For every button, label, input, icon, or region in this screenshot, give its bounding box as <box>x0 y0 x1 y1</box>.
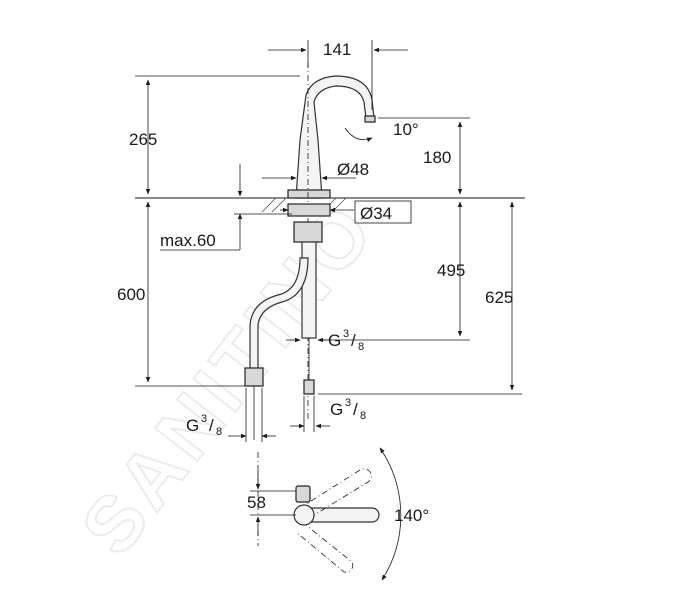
dim-thread-right: G 3 / 8 <box>330 397 366 422</box>
dim-hole-diameter: Ø34 <box>360 204 392 223</box>
svg-text:/: / <box>351 331 356 350</box>
svg-text:8: 8 <box>360 410 366 422</box>
svg-text:8: 8 <box>216 426 222 438</box>
dim-spout-outlet-height: 180 <box>423 148 451 167</box>
svg-text:8: 8 <box>358 341 364 353</box>
svg-text:3: 3 <box>345 397 351 409</box>
handle-top <box>295 485 311 503</box>
svg-text:G: G <box>186 416 199 435</box>
dim-max-deck-thickness: max.60 <box>160 231 216 250</box>
dim-total-below-deck: 625 <box>485 288 513 307</box>
base-top <box>293 504 315 526</box>
svg-text:/: / <box>353 400 358 419</box>
mounting-flange <box>287 203 331 217</box>
dimension-lines <box>135 40 522 442</box>
faucet-base <box>287 189 331 199</box>
dim-spout-reach: 141 <box>323 40 351 59</box>
dim-height-above-deck: 265 <box>129 130 157 149</box>
braided-hose-center <box>301 241 317 339</box>
faucet-side-view <box>135 62 525 440</box>
dim-lever-offset: 58 <box>247 493 266 512</box>
svg-text:3: 3 <box>343 328 349 340</box>
dim-thread-left: G 3 / 8 <box>186 413 222 438</box>
dim-swivel-angle: 140° <box>394 506 429 525</box>
svg-text:/: / <box>209 416 214 435</box>
dim-shank-length: 495 <box>437 261 465 280</box>
svg-text:G: G <box>330 400 343 419</box>
dim-supply-hose-length: 600 <box>117 285 145 304</box>
faucet-top-view <box>250 447 402 581</box>
dim-body-diameter: Ø48 <box>337 160 369 179</box>
svg-text:3: 3 <box>201 413 207 425</box>
spout-top-straight <box>299 507 380 523</box>
svg-text:G: G <box>328 331 341 350</box>
dim-spout-angle: 10° <box>393 120 419 139</box>
dim-thread-center: G 3 / 8 <box>328 328 364 353</box>
mounting-nut <box>293 221 323 243</box>
